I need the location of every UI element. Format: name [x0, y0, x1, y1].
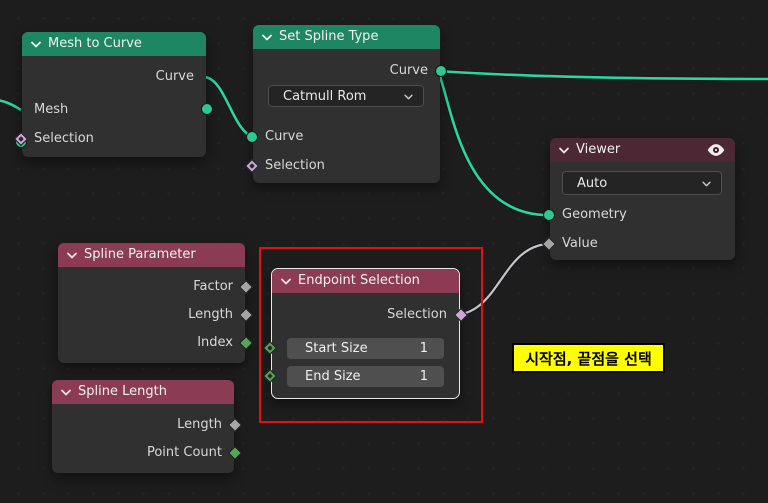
node-title: Endpoint Selection [298, 273, 420, 288]
wire-mesh-input[interactable] [0, 99, 22, 112]
node-header-spline-parameter[interactable]: Spline Parameter [58, 243, 245, 267]
collapse-chevron-icon[interactable] [67, 252, 77, 259]
node-title: Spline Length [78, 384, 167, 399]
collapse-chevron-icon[interactable] [281, 278, 291, 285]
node-header-set-spline-type[interactable]: Set Spline Type [253, 25, 440, 49]
output-row-curve: Curve [155, 69, 194, 84]
viewer-domain-dropdown[interactable]: Auto [562, 171, 722, 195]
input-row-value: Value [562, 236, 598, 251]
chevron-down-icon [702, 176, 711, 191]
wire-curve-to-right[interactable] [437, 69, 768, 81]
output-row-length: Length [188, 307, 233, 322]
node-header-endpoint-selection[interactable]: Endpoint Selection [272, 269, 459, 293]
node-title: Spline Parameter [84, 247, 196, 262]
collapse-chevron-icon[interactable] [262, 34, 272, 41]
start-size-label: Start Size [305, 341, 368, 356]
output-row-length: Length [177, 417, 222, 432]
socket-curve-output[interactable] [435, 65, 447, 77]
start-size-field[interactable]: Start Size 1 [287, 338, 444, 359]
end-size-value: 1 [419, 369, 428, 384]
node-mesh-to-curve[interactable]: Mesh to Curve Curve Mesh Selection [13, 32, 213, 157]
node-spline-length[interactable]: Spline Length Length Point Count [52, 380, 243, 473]
wire-selection-to-value[interactable] [455, 242, 548, 317]
collapse-chevron-icon[interactable] [31, 41, 41, 48]
node-endpoint-selection[interactable]: Endpoint Selection Selection Start Size … [262, 268, 469, 399]
socket-curve-input[interactable] [246, 131, 258, 143]
node-title: Viewer [576, 142, 621, 157]
highlight-note-text: 시작점, 끝점을 선택 [525, 349, 652, 368]
output-row-factor: Factor [193, 279, 233, 294]
node-spline-parameter[interactable]: Spline Parameter Factor Length Index [58, 243, 254, 363]
collapse-chevron-icon[interactable] [559, 147, 569, 154]
end-size-label: End Size [305, 369, 361, 384]
spline-type-dropdown[interactable]: Catmull Rom [268, 85, 424, 107]
output-row-selection: Selection [387, 307, 447, 322]
wire-curve-to-viewer[interactable] [436, 70, 549, 217]
input-row-selection: Selection [265, 158, 325, 173]
node-title: Mesh to Curve [48, 36, 142, 51]
input-row-curve: Curve [265, 129, 304, 144]
input-row-selection: Selection [34, 131, 94, 146]
output-row-curve: Curve [389, 63, 428, 78]
node-header-viewer[interactable]: Viewer [550, 138, 735, 162]
input-row-geometry: Geometry [562, 207, 627, 222]
output-row-index: Index [197, 335, 233, 350]
chevron-down-icon [404, 89, 413, 104]
input-row-mesh: Mesh [34, 102, 69, 117]
socket-geometry-input[interactable] [543, 209, 555, 221]
node-title: Set Spline Type [279, 29, 379, 44]
collapse-chevron-icon[interactable] [61, 389, 71, 396]
eye-icon[interactable] [706, 143, 726, 157]
socket-curve-output[interactable] [201, 103, 213, 115]
start-size-value: 1 [419, 341, 428, 356]
output-row-point-count: Point Count [146, 445, 222, 460]
node-viewer[interactable]: Viewer Auto Geometry Value [541, 138, 735, 260]
socket-end-size-input[interactable] [262, 368, 278, 384]
highlight-note: 시작점, 끝점을 선택 [512, 343, 665, 373]
node-set-spline-type[interactable]: Set Spline Type Curve Catmull Rom Curve … [244, 25, 447, 183]
socket-start-size-input[interactable] [262, 340, 278, 356]
end-size-field[interactable]: End Size 1 [287, 366, 444, 387]
node-header-spline-length[interactable]: Spline Length [52, 380, 234, 404]
node-header-mesh-to-curve[interactable]: Mesh to Curve [22, 32, 206, 56]
